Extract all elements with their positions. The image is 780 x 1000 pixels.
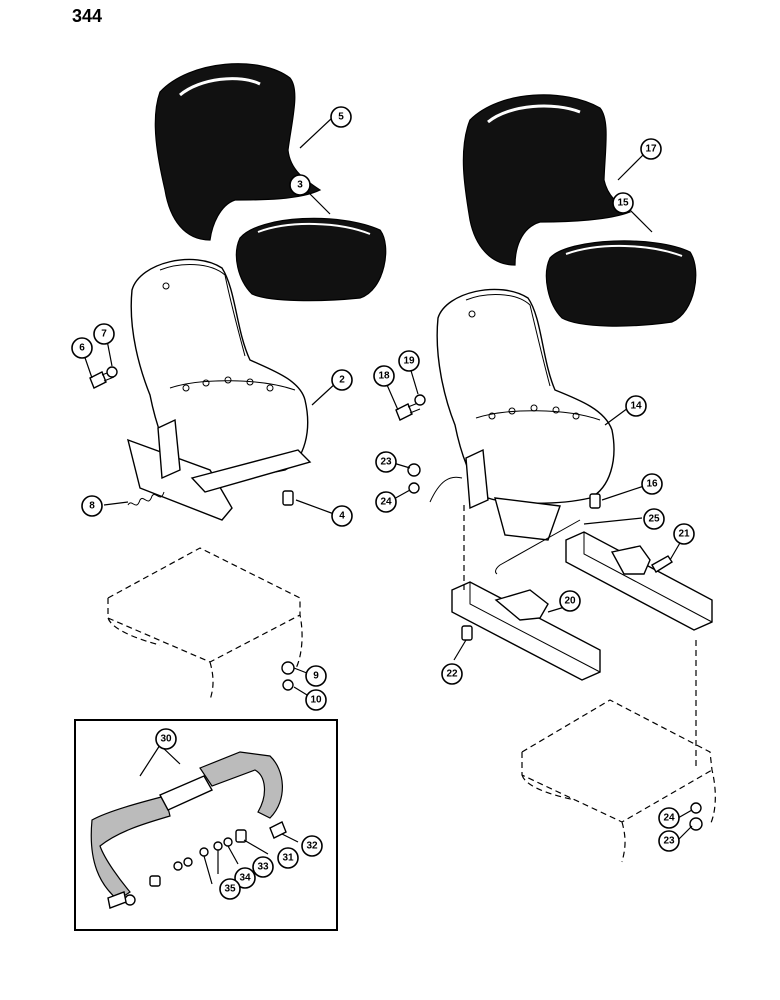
callout-23-bottom: 23 [658, 830, 680, 852]
callout-25-label: 25 [648, 514, 660, 525]
callout-24-top: 24 [375, 491, 397, 513]
callout-33-label: 33 [257, 862, 269, 873]
page-number: 344 [72, 6, 103, 26]
left-seat-frame [127, 258, 312, 521]
callout-30-label: 30 [160, 734, 172, 745]
callout-9: 9 [305, 665, 327, 687]
callout-10: 10 [305, 689, 327, 711]
right-washer-24b [690, 802, 702, 814]
right-cable [429, 476, 463, 503]
callout-34: 34 [234, 867, 256, 889]
callout-7-label: 7 [101, 329, 107, 340]
callout-30: 30 [155, 728, 177, 750]
callout-32-label: 32 [306, 841, 318, 852]
callout-21-label: 21 [678, 529, 690, 540]
left-seat-cushion [235, 217, 387, 302]
callout-19: 19 [398, 350, 420, 372]
left-seat-back-cushion [154, 63, 322, 241]
callout-34-label: 34 [239, 873, 251, 884]
right-slide-rail-20 [451, 581, 601, 681]
callout-17-label: 17 [645, 144, 657, 155]
callout-23-bottom-label: 23 [663, 836, 675, 847]
callout-17: 17 [640, 138, 662, 160]
callout-24-bottom-label: 24 [663, 813, 675, 824]
left-stud-4 [282, 490, 294, 506]
right-bolt-18 [395, 402, 421, 421]
callout-24-bottom: 24 [658, 807, 680, 829]
right-bolt-22 [461, 625, 473, 641]
callout-33: 33 [252, 856, 274, 878]
callout-16-label: 16 [646, 479, 658, 490]
callout-3: 3 [289, 174, 311, 196]
callout-10-label: 10 [310, 695, 322, 706]
callout-6: 6 [71, 337, 93, 359]
seat-belt-inset-frame [74, 719, 338, 931]
callout-18-label: 18 [378, 371, 390, 382]
right-seat-base-plate [521, 699, 716, 863]
right-dash-guides [463, 505, 697, 770]
callout-15-label: 15 [617, 198, 629, 209]
right-seat-back-cushion [462, 94, 632, 266]
seat-belt-hardware [149, 821, 287, 887]
callout-31: 31 [277, 847, 299, 869]
callout-23-top: 23 [375, 451, 397, 473]
right-washer-19 [414, 394, 426, 406]
callout-20-label: 20 [564, 596, 576, 607]
callout-5: 5 [330, 106, 352, 128]
callout-32: 32 [301, 835, 323, 857]
left-washer-10 [282, 679, 294, 691]
left-spring-8 [127, 491, 165, 506]
callout-2-label: 2 [339, 375, 345, 386]
callout-22: 22 [441, 663, 463, 685]
seat-belt-30 [90, 751, 283, 909]
callout-9-label: 9 [313, 671, 319, 682]
left-nut-9 [281, 661, 295, 675]
callout-35-label: 35 [224, 884, 236, 895]
callout-8-label: 8 [89, 501, 95, 512]
callout-16: 16 [641, 473, 663, 495]
callout-3-label: 3 [297, 180, 303, 191]
callout-19-label: 19 [403, 356, 415, 367]
callout-31-label: 31 [282, 853, 294, 864]
callout-4: 4 [331, 505, 353, 527]
callout-8: 8 [81, 495, 103, 517]
callout-14: 14 [625, 395, 647, 417]
callout-23-top-label: 23 [380, 457, 392, 468]
callout-2: 2 [331, 369, 353, 391]
callout-15: 15 [612, 192, 634, 214]
right-washer-24 [408, 482, 420, 494]
callout-20: 20 [559, 590, 581, 612]
right-nut-23b [689, 817, 703, 831]
right-stud-16 [589, 493, 601, 509]
callout-35: 35 [219, 878, 241, 900]
right-seat-frame [436, 288, 615, 541]
callout-21: 21 [673, 523, 695, 545]
right-nut-23 [407, 463, 421, 477]
right-seat-cushion [545, 240, 697, 327]
callout-14-label: 14 [630, 401, 642, 412]
right-slide-rail-21 [565, 531, 713, 631]
callout-5-label: 5 [338, 112, 344, 123]
callout-25: 25 [643, 508, 665, 530]
callout-18: 18 [373, 365, 395, 387]
callout-4-label: 4 [339, 511, 345, 522]
callout-24-top-label: 24 [380, 497, 392, 508]
callout-6-label: 6 [79, 343, 85, 354]
callout-22-label: 22 [446, 669, 458, 680]
left-washer-7 [106, 366, 118, 378]
callout-7: 7 [93, 323, 115, 345]
right-rod-25 [495, 519, 581, 575]
left-bolt-6 [89, 370, 115, 389]
left-seat-base-plate [107, 547, 303, 701]
